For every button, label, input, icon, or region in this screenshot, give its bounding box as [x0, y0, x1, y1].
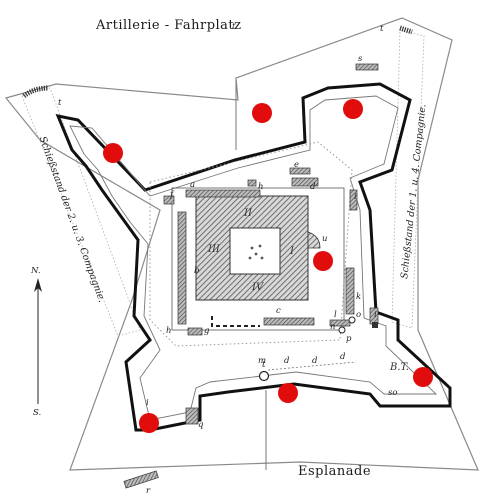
block-label-III: III: [208, 244, 220, 255]
shooting-range-right: [391, 29, 425, 329]
block-label-BT: B.T.: [390, 362, 409, 373]
letter-g: g: [204, 326, 210, 336]
letter-t-4: t: [262, 360, 266, 370]
dashed-path-bottom: [267, 361, 357, 371]
letter-n: n: [330, 322, 336, 332]
letter-d-4: d: [340, 352, 346, 362]
title-top: Artillerie - Fahrplatz: [96, 18, 242, 33]
letter-p: p: [346, 334, 352, 344]
letter-h: h: [258, 182, 264, 192]
red-markers: [103, 99, 433, 433]
building-d: [291, 177, 319, 187]
letter-b: b: [194, 266, 200, 276]
letter-o: o: [356, 310, 362, 320]
citadel-bump: [307, 231, 321, 249]
building-small-left: [372, 322, 378, 328]
letter-i-2: i: [374, 310, 377, 320]
dashed-path: [211, 316, 260, 327]
building-h: [247, 179, 257, 187]
building-l: [329, 319, 351, 327]
letter-so: so: [388, 388, 398, 398]
citadel-court: [229, 227, 281, 275]
letter-c: c: [276, 306, 281, 316]
letter-d: d: [310, 182, 316, 192]
compass-arrow: [34, 278, 42, 292]
shooting-range-left: [21, 87, 141, 337]
letter-k: k: [356, 292, 362, 302]
building-a: [185, 189, 261, 198]
barracks-frame: [171, 187, 345, 331]
building-f: [163, 195, 175, 205]
well-n: [338, 326, 346, 334]
letter-i-3: i: [146, 398, 149, 408]
letter-f: f: [170, 190, 174, 200]
letter-d-2: d: [284, 356, 290, 366]
marker-5: [413, 367, 433, 387]
building-i-right: [349, 189, 358, 211]
title-bottom: Esplanade: [298, 464, 372, 479]
marker-4: [313, 251, 333, 271]
letter-i-1: i: [354, 192, 357, 202]
marker-2: [252, 103, 272, 123]
building-c: [263, 317, 315, 326]
courtyard-boundary: [149, 141, 353, 347]
letter-t-3: t: [58, 98, 62, 108]
letter-a: a: [190, 180, 196, 190]
marker-7: [139, 413, 159, 433]
letter-r: r: [146, 486, 151, 496]
well-p: [348, 316, 356, 324]
court-dots: [248, 244, 264, 260]
outer-glacis: [4, 17, 479, 471]
letter-h-2: h: [166, 326, 172, 336]
letter-u: u: [322, 234, 328, 244]
target-right: [399, 25, 413, 35]
building-e: [289, 167, 311, 175]
marker-6: [278, 383, 298, 403]
building-bl: [185, 407, 199, 425]
letter-d-3: d: [312, 356, 318, 366]
letter-m: m: [258, 356, 267, 366]
marker-3: [343, 99, 363, 119]
building-s: [355, 63, 379, 71]
building-k: [345, 267, 355, 315]
well-m: [258, 370, 270, 382]
marker-1: [103, 143, 123, 163]
letter-l: l: [334, 310, 337, 320]
inner-rampart: [69, 95, 438, 421]
letter-s: s: [358, 54, 363, 64]
letter-e: e: [294, 160, 300, 170]
letter-t-2: t: [380, 24, 384, 34]
target-left: [22, 85, 49, 99]
building-r: [123, 470, 159, 489]
block-label-II: II: [244, 208, 252, 219]
building-b: [177, 211, 187, 325]
main-rampart: [55, 82, 452, 432]
block-label-IV: IV: [252, 282, 264, 293]
compass-north: N.: [31, 266, 41, 276]
compass-south: S.: [33, 408, 42, 418]
letter-q: q: [198, 420, 204, 430]
building-g: [187, 327, 203, 336]
letter-t-1: t: [232, 22, 236, 32]
block-label-I: I: [290, 246, 294, 257]
